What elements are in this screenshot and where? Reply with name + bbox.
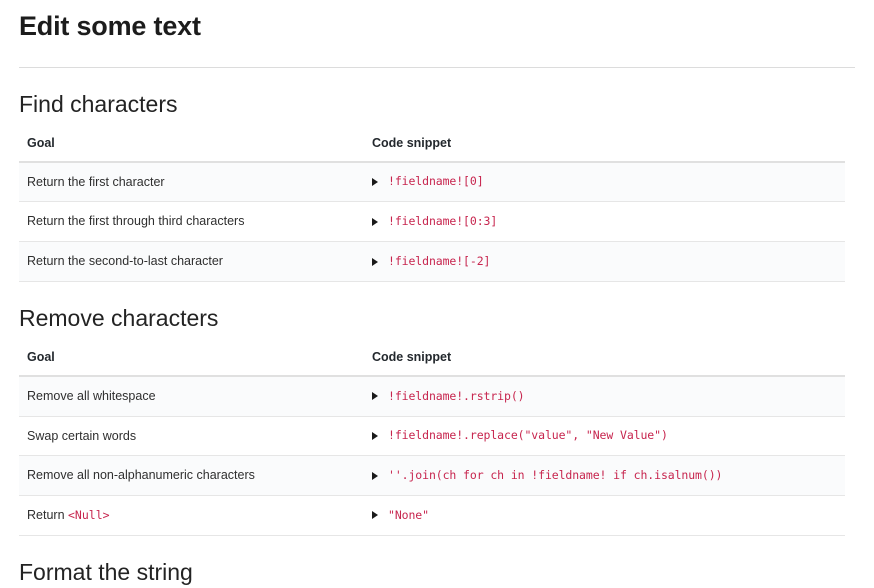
section-heading-remove-characters: Remove characters	[19, 304, 219, 331]
code-cell: !fieldname![0]	[364, 161, 845, 203]
table-header-row: Goal Code snippet	[19, 349, 845, 377]
code-cell: !fieldname!.rstrip()	[364, 375, 845, 417]
table-row: Return <Null> "None"	[19, 495, 845, 536]
goal-cell: Return the first character	[19, 161, 364, 203]
column-header-code-snippet: Code snippet	[364, 349, 845, 377]
goal-inline-code: <Null>	[68, 508, 110, 523]
code-cell: !fieldname![0:3]	[364, 201, 845, 243]
table-row: Return the first character !fieldname![0…	[19, 161, 845, 203]
table-find-characters: Goal Code snippet Return the first chara…	[19, 135, 845, 282]
code-snippet: ''.join(ch for ch in !fieldname! if ch.i…	[388, 468, 723, 483]
section-heading-format-the-string: Format the string	[19, 558, 193, 585]
code-snippet: "None"	[388, 507, 429, 522]
disclosure-triangle-icon[interactable]	[372, 217, 378, 226]
page-container: Edit some text Find characters Goal Code…	[0, 10, 874, 588]
disclosure-triangle-icon[interactable]	[372, 392, 378, 401]
column-header-code-snippet: Code snippet	[364, 135, 845, 163]
goal-cell: Return the first through third character…	[19, 201, 364, 243]
section-heading-find-characters: Find characters	[19, 90, 178, 117]
goal-cell: Return <Null>	[19, 495, 364, 536]
table-row: Swap certain words !fieldname!.replace("…	[19, 416, 845, 457]
code-snippet: !fieldname![0:3]	[388, 214, 498, 229]
table-row: Remove all whitespace !fieldname!.rstrip…	[19, 375, 845, 417]
code-snippet: !fieldname![-2]	[388, 253, 491, 268]
goal-cell: Return the second-to-last character	[19, 241, 364, 282]
table-row: Remove all non-alphanumeric characters '…	[19, 455, 845, 497]
table-row: Return the second-to-last character !fie…	[19, 241, 845, 282]
code-cell: !fieldname![-2]	[364, 241, 845, 282]
title-divider	[19, 66, 855, 68]
disclosure-triangle-icon[interactable]	[372, 178, 378, 187]
disclosure-triangle-icon[interactable]	[372, 471, 378, 480]
table-header-row: Goal Code snippet	[19, 135, 845, 163]
code-snippet: !fieldname!.rstrip()	[388, 388, 525, 403]
goal-cell: Swap certain words	[19, 416, 364, 457]
table-remove-characters: Goal Code snippet Remove all whitespace …	[19, 349, 845, 536]
column-header-goal: Goal	[19, 135, 364, 163]
disclosure-triangle-icon[interactable]	[372, 431, 378, 440]
disclosure-triangle-icon[interactable]	[372, 257, 378, 266]
code-snippet: !fieldname!.replace("value", "New Value"…	[388, 428, 668, 443]
goal-cell: Remove all non-alphanumeric characters	[19, 455, 364, 497]
goal-cell: Remove all whitespace	[19, 375, 364, 417]
code-cell: "None"	[364, 495, 845, 536]
disclosure-triangle-icon[interactable]	[372, 511, 378, 520]
table-row: Return the first through third character…	[19, 201, 845, 243]
goal-label: Return	[27, 508, 68, 523]
code-cell: !fieldname!.replace("value", "New Value"…	[364, 416, 845, 457]
code-cell: ''.join(ch for ch in !fieldname! if ch.i…	[364, 455, 845, 497]
column-header-goal: Goal	[19, 349, 364, 377]
page-title: Edit some text	[19, 11, 201, 41]
code-snippet: !fieldname![0]	[388, 174, 484, 189]
